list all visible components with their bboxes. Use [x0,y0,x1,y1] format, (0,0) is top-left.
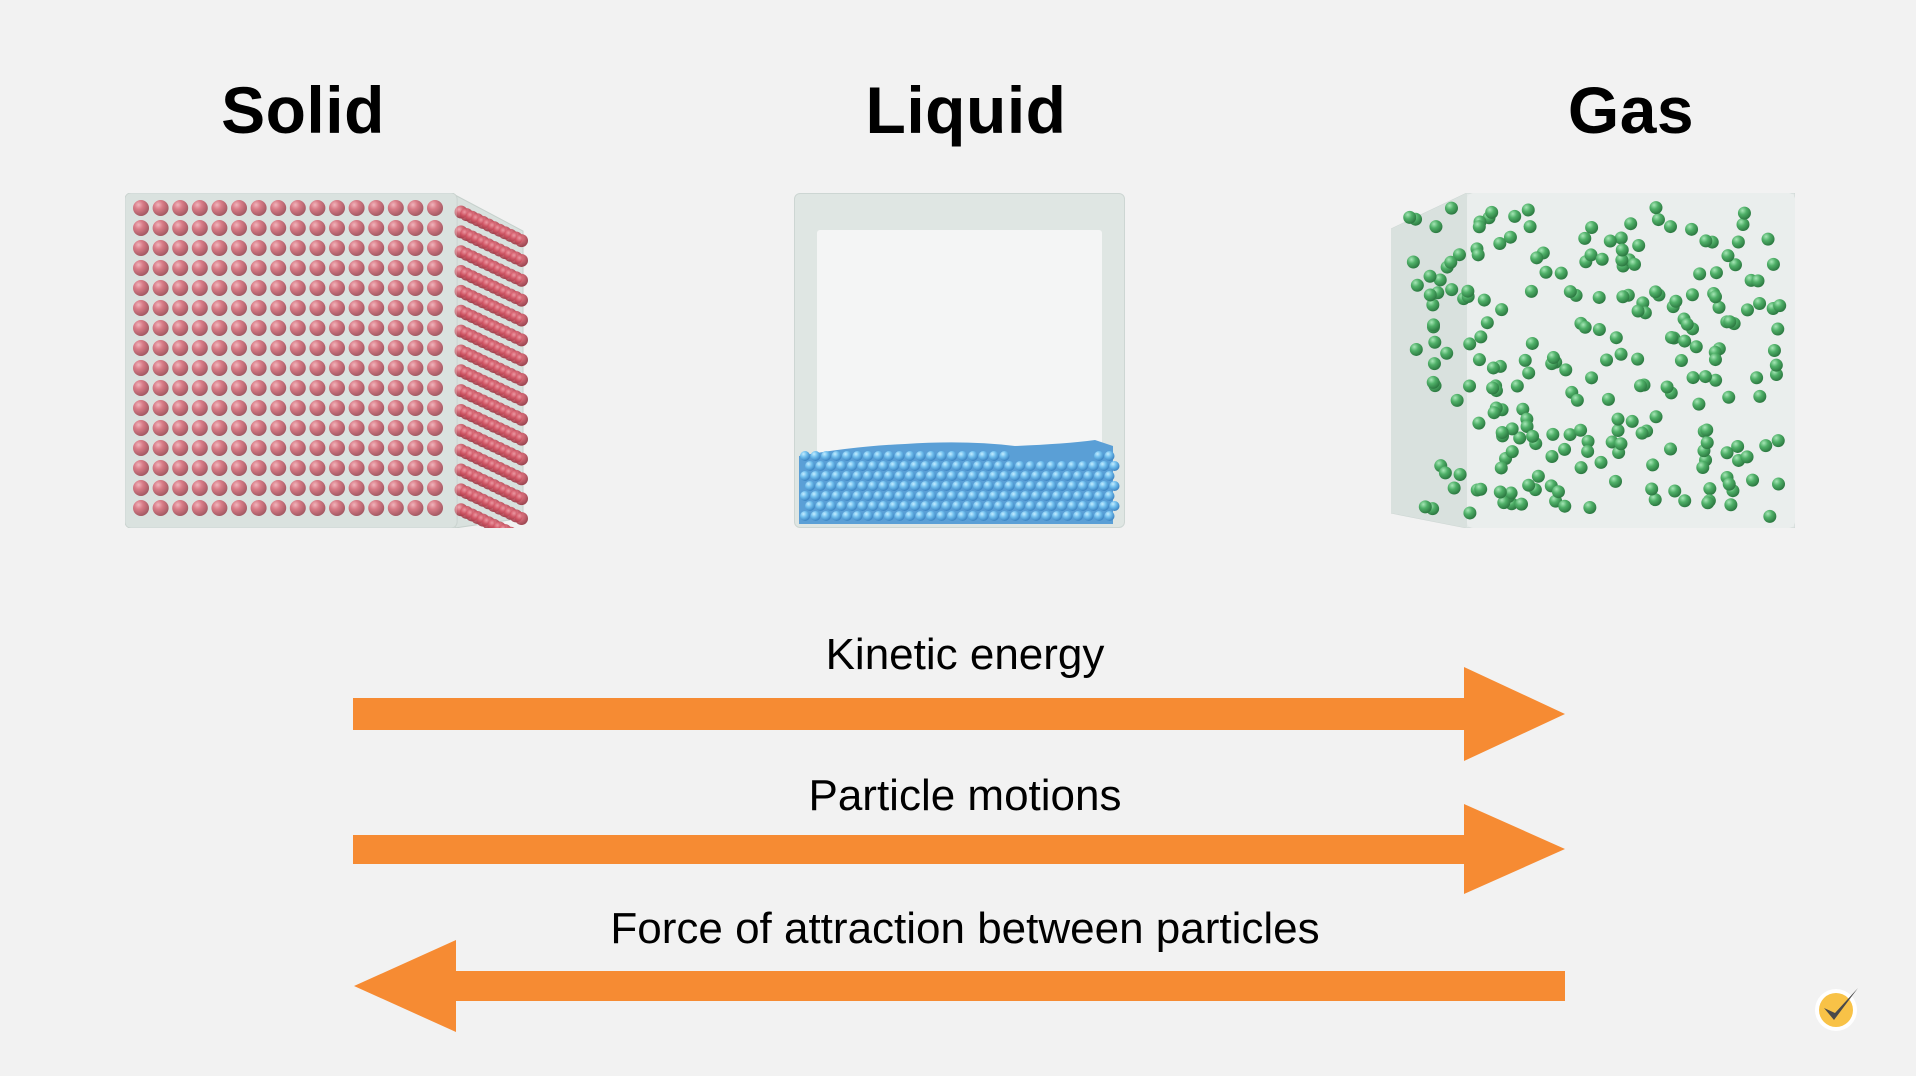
liquid-container [794,193,1125,528]
gas-container [1391,193,1795,528]
particle-motions-arrow [353,804,1565,894]
solid-container [125,193,529,528]
gas-title: Gas [1567,73,1695,147]
force-of-attraction-label: Force of attraction between particles [610,904,1320,953]
particle-motions-label: Particle motions [808,771,1122,820]
liquid-title: Liquid [865,73,1067,147]
force-of-attraction-arrow [354,940,1565,1032]
solid-title: Solid [221,73,385,147]
checkmark-badge-icon [1810,980,1866,1036]
kinetic-energy-label: Kinetic energy [825,630,1105,679]
kinetic-energy-arrow [353,667,1565,761]
